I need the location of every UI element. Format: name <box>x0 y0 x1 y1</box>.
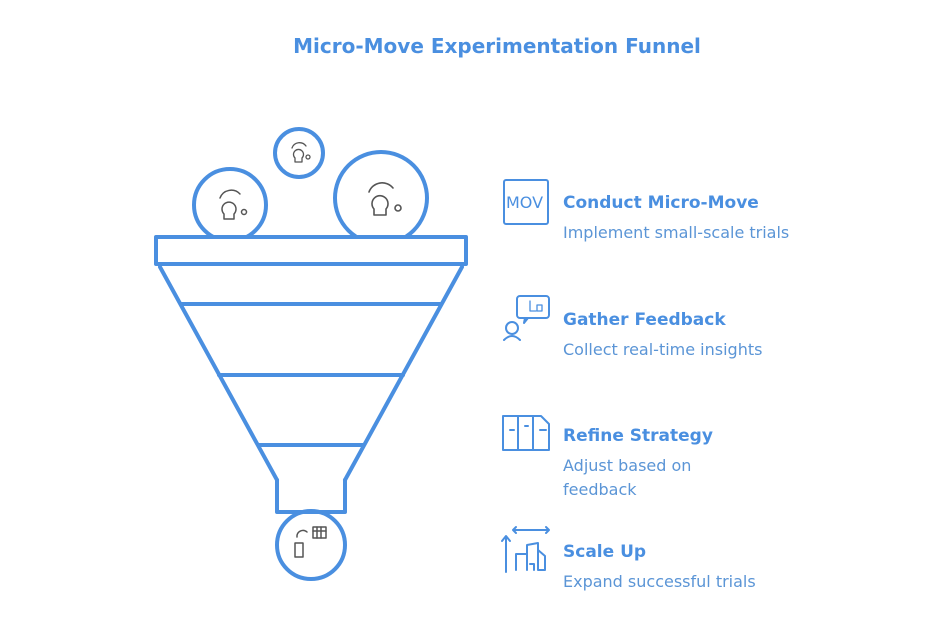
step-gather-feedback: Gather Feedback Collect real-time insigh… <box>563 310 793 362</box>
funnel-rim <box>154 235 468 266</box>
lightbulb-icon <box>291 142 311 163</box>
step-description: Collect real-time insights <box>563 340 763 359</box>
diagram-title: Micro-Move Experimentation Funnel <box>293 34 701 58</box>
step-heading: Scale Up <box>563 542 647 562</box>
lightbulb-icon <box>368 182 402 216</box>
person-speech-bubble-icon <box>503 295 550 341</box>
step-description: Implement small-scale trials <box>563 223 790 242</box>
step-description: Adjust based on feedback <box>563 456 692 499</box>
step-refine-strategy: Refine Strategy Adjust based on feedback <box>563 426 743 502</box>
step-heading: Gather Feedback <box>563 310 726 330</box>
lightbulb-icon <box>219 189 248 220</box>
mov-sign-icon <box>503 179 549 225</box>
phone-calculator-icon <box>294 526 327 558</box>
scale-buildings-icon <box>501 526 550 573</box>
step-description: Expand successful trials <box>563 572 756 591</box>
mov-sign-label: MOV <box>506 193 544 212</box>
idea-bubble-right <box>333 150 429 246</box>
strategy-panels-icon <box>502 415 550 451</box>
step-conduct-micro-move: Conduct Micro-Move Implement small-scale… <box>563 193 793 245</box>
outcome-bubble <box>275 509 347 581</box>
step-scale-up: Scale Up Expand successful trials <box>563 542 863 594</box>
idea-bubble-left <box>192 167 268 243</box>
idea-bubble-top <box>273 127 325 179</box>
step-heading: Refine Strategy <box>563 426 713 446</box>
step-heading: Conduct Micro-Move <box>563 193 759 213</box>
funnel-spout <box>275 478 347 514</box>
